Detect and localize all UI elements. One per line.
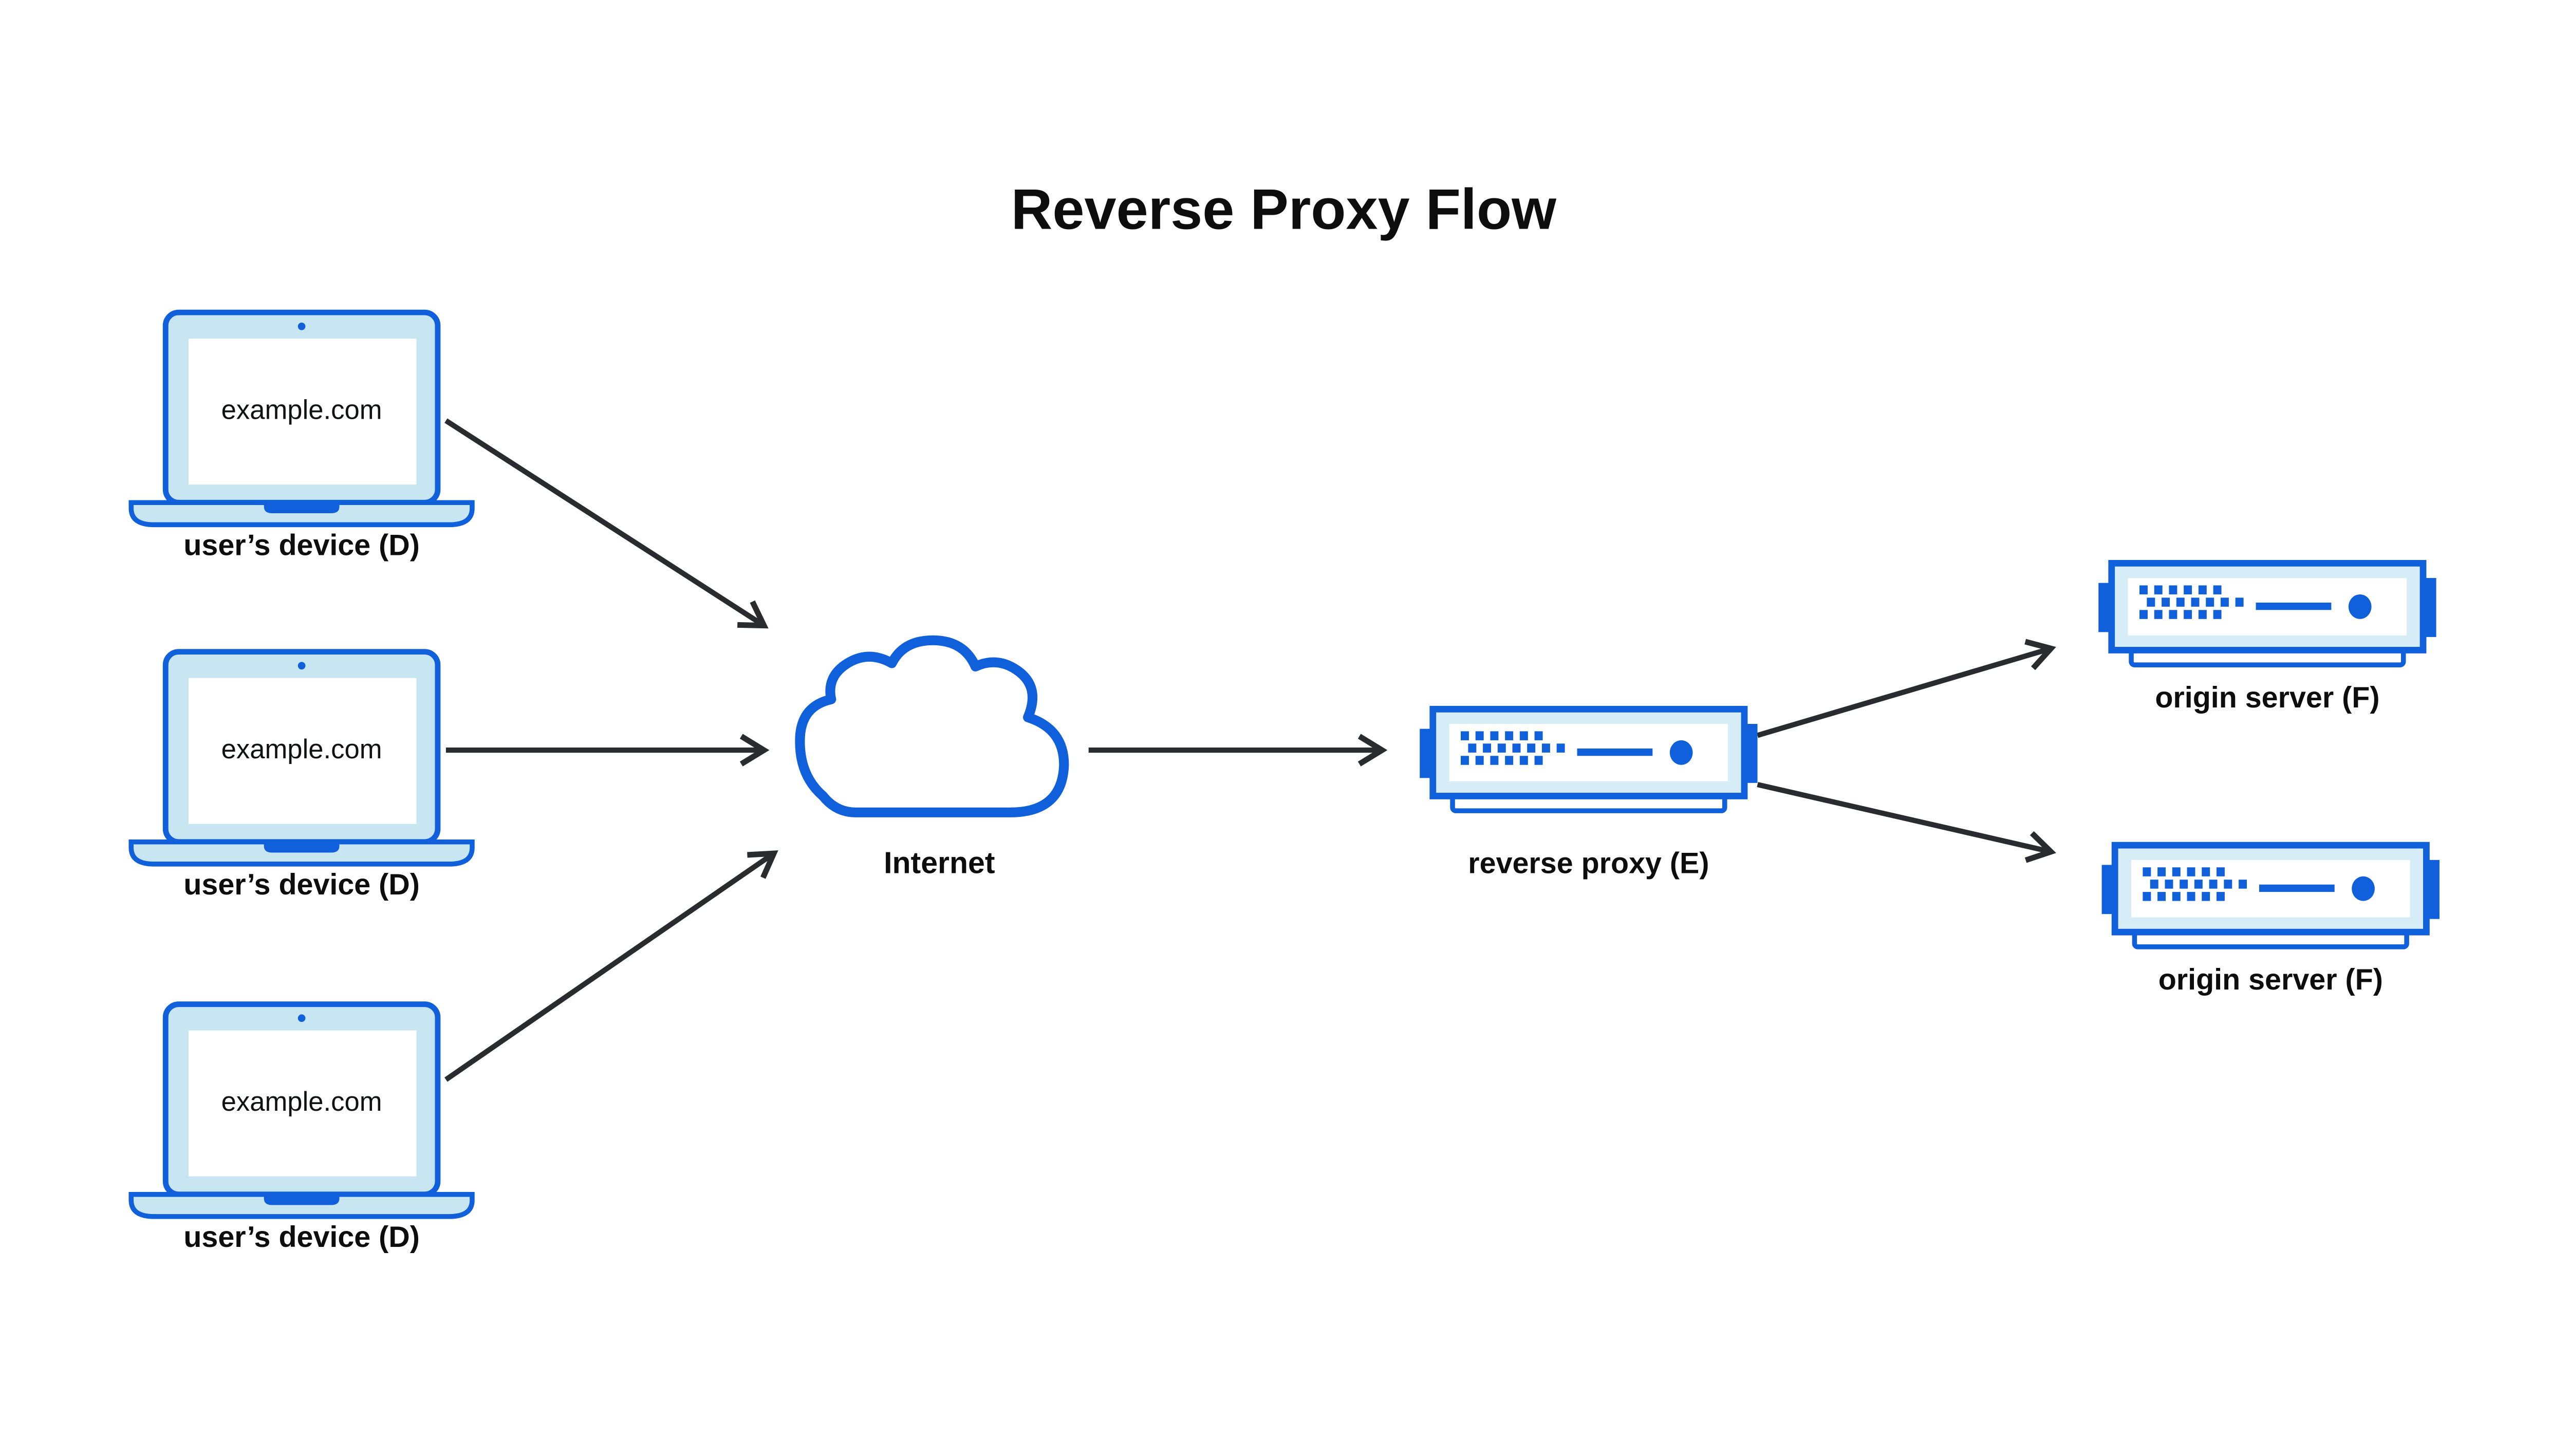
arrow-proxy-to-origin1 bbox=[1757, 639, 2056, 738]
origin-server-1: origin server (F) bbox=[2098, 563, 2436, 714]
device1-screen-text: example.com bbox=[221, 395, 382, 425]
reverse-proxy-node: reverse proxy (E) bbox=[1420, 709, 1757, 880]
arrow-device1-to-internet bbox=[444, 418, 769, 629]
user-device-3: example.com user’s device (D) bbox=[131, 1004, 472, 1254]
device1-label: user’s device (D) bbox=[183, 529, 420, 562]
server-icon bbox=[1420, 709, 1757, 811]
origin-server1-label: origin server (F) bbox=[2155, 681, 2379, 714]
server-icon bbox=[2102, 845, 2440, 947]
connector-arrows bbox=[444, 418, 2056, 1082]
origin-server-2: origin server (F) bbox=[2102, 845, 2440, 996]
device2-label: user’s device (D) bbox=[183, 868, 420, 901]
arrow-proxy-to-origin2 bbox=[1757, 782, 2056, 863]
device2-screen-text: example.com bbox=[221, 734, 382, 764]
device3-label: user’s device (D) bbox=[183, 1221, 420, 1254]
internet-node: Internet bbox=[795, 635, 1069, 880]
arrow-device3-to-internet bbox=[444, 850, 778, 1082]
internet-label: Internet bbox=[884, 846, 995, 880]
user-device-1: example.com user’s device (D) bbox=[131, 312, 472, 562]
page-title: Reverse Proxy Flow bbox=[1011, 177, 1557, 241]
reverse-proxy-label: reverse proxy (E) bbox=[1468, 847, 1709, 880]
origin-server2-label: origin server (F) bbox=[2158, 963, 2383, 996]
user-device-2: example.com user’s device (D) bbox=[131, 652, 472, 901]
device3-screen-text: example.com bbox=[221, 1087, 382, 1117]
cloud-icon bbox=[795, 635, 1069, 817]
server-icon bbox=[2098, 563, 2436, 665]
